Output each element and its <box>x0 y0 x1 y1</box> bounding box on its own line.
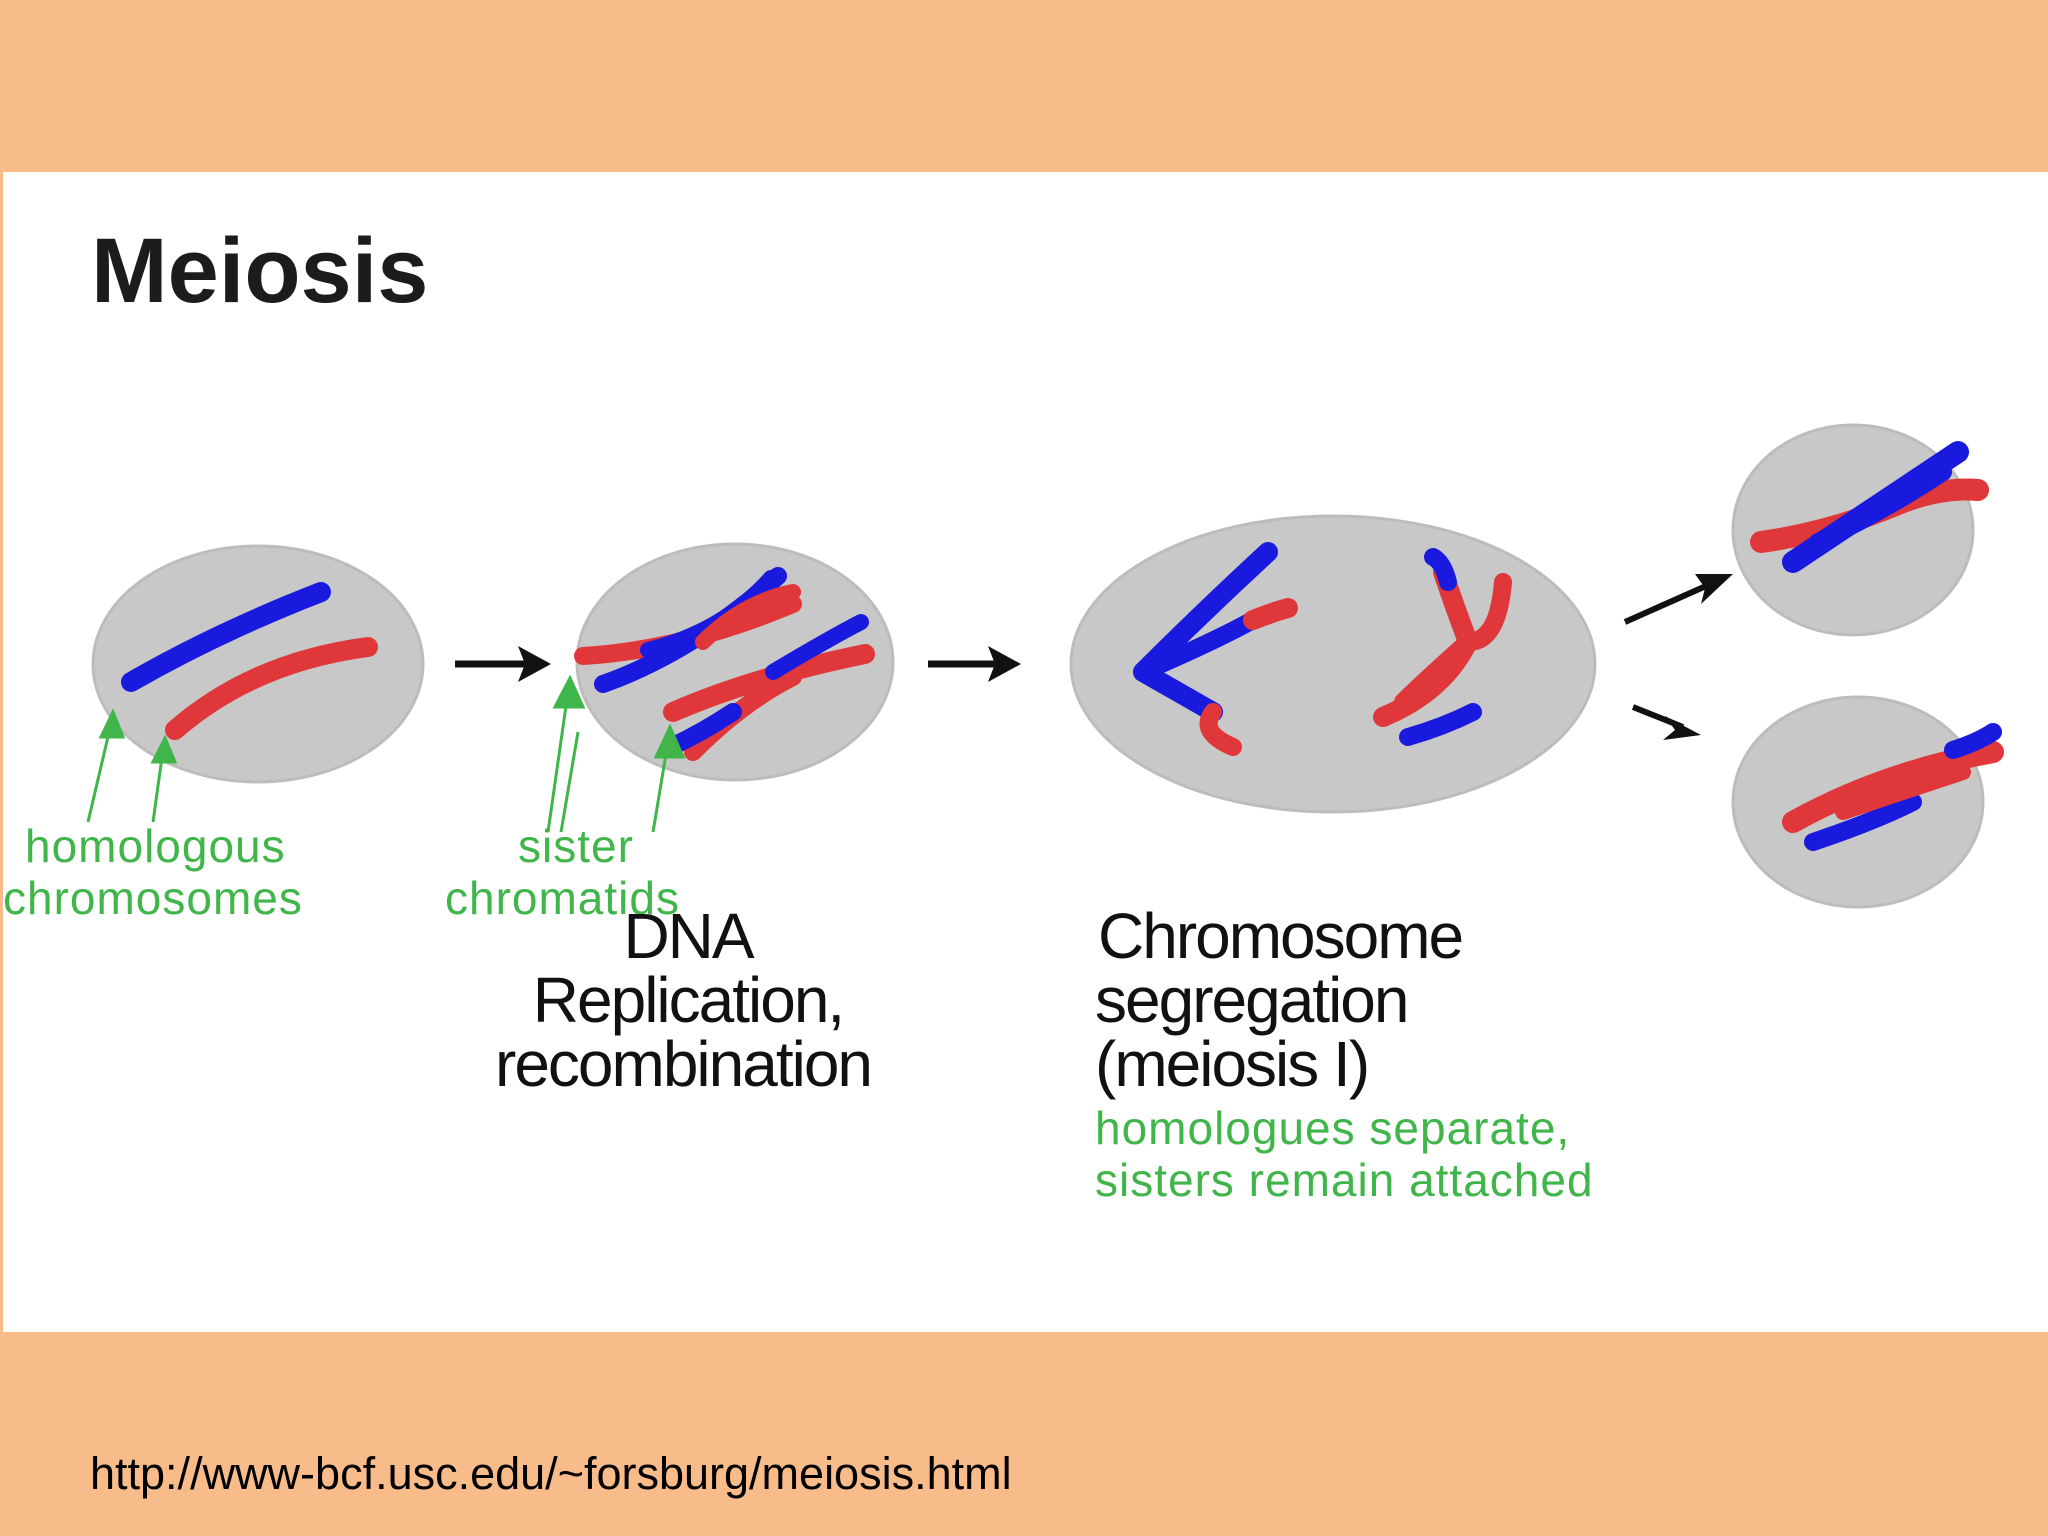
blue-chromosome <box>1809 463 1952 551</box>
segregation-label-line2: segregation <box>1095 964 1407 1036</box>
source-url: http://www-bcf.usc.edu/~forsburg/meiosis… <box>90 1448 1012 1499</box>
red-segment <box>1199 703 1242 756</box>
arrowhead-icon <box>653 723 686 759</box>
cell-homologous <box>91 544 425 784</box>
replication-label-line3: recombination <box>495 1028 871 1100</box>
red-chromatid <box>695 584 801 650</box>
red-segment <box>1243 598 1298 630</box>
blue-segment <box>1399 703 1482 746</box>
cell-body <box>91 544 425 784</box>
blue-chromosome <box>1804 793 1922 851</box>
arrowhead-icon <box>150 734 178 764</box>
blue-segment <box>1424 548 1457 591</box>
pointer-arrow-icon <box>86 723 113 823</box>
cell-daughter-top <box>1731 423 1989 637</box>
blue-chromosome <box>1134 611 1262 681</box>
replication-label-line2: Replication, <box>533 964 843 1036</box>
callout-sister-line2: chromatids <box>445 872 680 924</box>
red-chromosome <box>1394 633 1477 711</box>
segregation-label-line3: (meiosis I) <box>1095 1028 1368 1100</box>
figure-title: Meiosis <box>91 220 428 322</box>
cell-replicated <box>574 542 895 782</box>
red-chromatid <box>684 668 802 761</box>
cell-body <box>1069 514 1597 814</box>
cell-meiosis-i <box>1069 514 1597 814</box>
arrowhead-icon <box>552 674 586 709</box>
arrow-icon <box>455 646 551 682</box>
segregation-note-line2: sisters remain attached <box>1095 1154 1594 1206</box>
red-chromosome <box>1782 741 2004 833</box>
blue-chromosome <box>121 582 331 692</box>
red-chromosome <box>165 637 378 740</box>
callout-sister-line1: sister <box>518 820 634 872</box>
meiosis-diagram: Meiosis <box>3 220 2004 1206</box>
cell-daughter-bottom <box>1731 695 2004 909</box>
red-chromatid <box>663 644 875 722</box>
callout-arrows <box>86 674 686 833</box>
arrowhead-icon <box>98 708 126 739</box>
callout-homologous-line2: chromosomes <box>3 872 303 924</box>
pointer-arrow-icon <box>559 731 580 833</box>
segregation-label-line1: Chromosome <box>1098 900 1462 972</box>
arrow-icon <box>928 646 1021 682</box>
meiosis-figure: Meiosis <box>3 172 2048 1332</box>
callout-homologous-line1: homologous <box>25 820 286 872</box>
arrow-icon <box>1631 704 1701 740</box>
segregation-note-line1: homologues separate, <box>1095 1102 1570 1154</box>
blue-chromatid <box>765 614 869 680</box>
pointer-arrow-icon <box>546 691 570 833</box>
arrow-icon <box>1623 574 1733 625</box>
replication-label-line1: DNA <box>623 900 754 972</box>
red-chromosome <box>1835 764 1971 820</box>
blue-chromosome <box>1944 723 2002 759</box>
